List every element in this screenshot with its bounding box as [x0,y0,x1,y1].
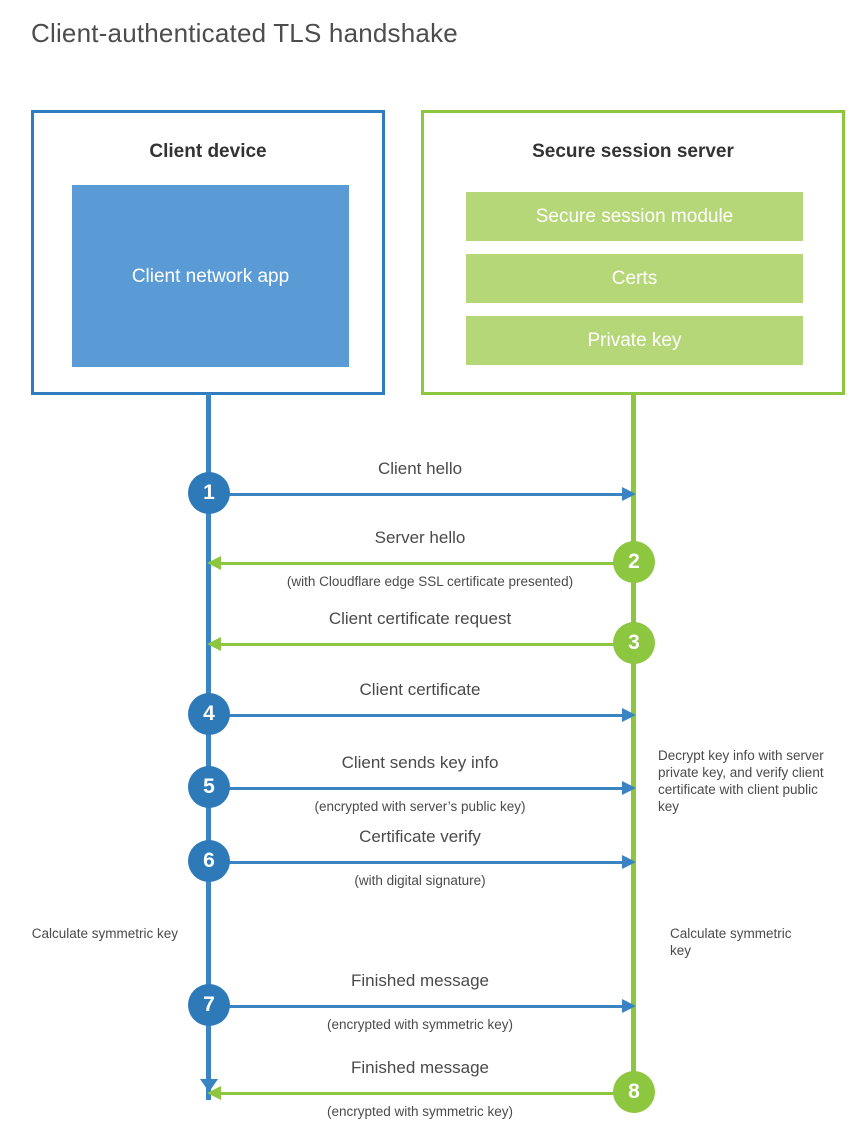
secure-session-server-title: Secure session server [532,141,734,162]
message-6-line [209,861,632,864]
annotation-client-calculate-symmetric-key: Calculate symmetric key [31,926,178,941]
message-1-label: Client hello [377,459,463,478]
entity-box-client-device: Client device Client network app [31,110,385,395]
message-2-sublabel: (with Cloudflare edge SSL certificate pr… [286,574,574,589]
message-7-sublabel: (encrypted with symmetric key) [326,1017,514,1032]
step-badge-8[interactable]: 8 [613,1071,655,1113]
step-badge-5[interactable]: 5 [188,766,230,808]
message-5-sublabel: (encrypted with server’s public key) [314,799,526,814]
message-4-line [209,714,632,717]
message-6-label: Certificate verify [359,827,481,846]
message-1-arrowhead-right-icon [622,487,636,501]
annotation-server-decrypt: Decrypt key info with server private key… [658,748,824,814]
step-badge-4[interactable]: 4 [188,693,230,735]
message-4-label: Client certificate [359,680,481,699]
step-badge-2[interactable]: 2 [613,541,655,583]
message-5-arrowhead-right-icon [622,781,636,795]
lifeline-client [206,393,211,1100]
message-5-label: Client sends key info [341,753,499,772]
server-chip-private-key: Private key [466,316,803,365]
message-6-sublabel: (with digital signature) [354,873,486,888]
step-badge-6[interactable]: 6 [188,840,230,882]
message-1-line [209,493,632,496]
lifeline-client-end-arrowhead-icon [200,1079,218,1092]
server-chip-certs: Certs [466,254,803,303]
message-3-label: Client certificate request [328,609,512,628]
message-7-label: Finished message [351,971,489,990]
annotation-server-calculate-symmetric-key: Calculate symmetric key [670,926,792,958]
step-badge-7[interactable]: 7 [188,984,230,1026]
message-6-arrowhead-right-icon [622,855,636,869]
message-8-line [221,1092,632,1095]
message-3-arrowhead-left-icon [207,637,221,651]
message-4-arrowhead-right-icon [622,708,636,722]
message-7-arrowhead-right-icon [622,999,636,1013]
message-8-label: Finished message [351,1058,489,1077]
page-title: Client-authenticated TLS handshake [31,18,458,48]
message-5-line [209,787,632,790]
message-3-line [221,643,632,646]
message-2-arrowhead-left-icon [207,556,221,570]
message-8-sublabel: (encrypted with symmetric key) [326,1104,514,1119]
message-7-line [209,1005,632,1008]
lifeline-server [631,393,636,1093]
step-badge-3[interactable]: 3 [613,622,655,664]
message-2-line [221,562,632,565]
step-badge-1[interactable]: 1 [188,472,230,514]
entity-box-secure-session-server: Secure session server Secure session mod… [421,110,845,395]
server-chip-secure-session-module: Secure session module [466,192,803,241]
message-2-label: Server hello [374,528,466,547]
client-network-app-block: Client network app [72,185,349,367]
client-device-title: Client device [149,141,267,162]
